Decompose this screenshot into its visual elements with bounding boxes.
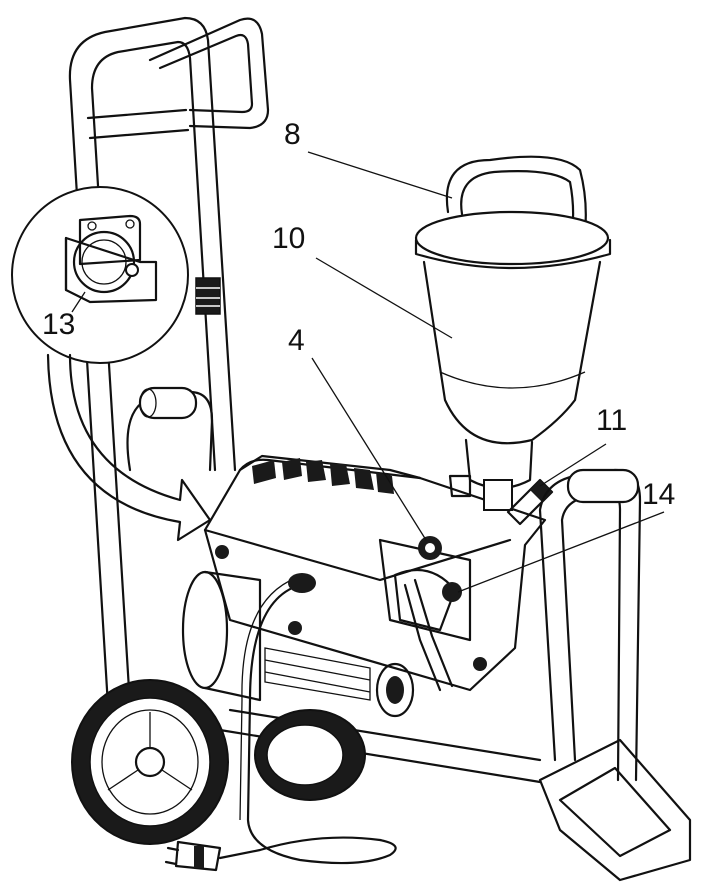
motor xyxy=(181,570,415,718)
carry-handle xyxy=(126,386,214,472)
vent-slots xyxy=(252,458,394,494)
front-frame xyxy=(218,468,692,882)
detail-arrow xyxy=(46,353,212,542)
leader-8 xyxy=(307,151,453,199)
leader-10 xyxy=(315,257,453,339)
pump-assembly xyxy=(378,536,472,692)
power-cord xyxy=(218,573,397,865)
detail-inset-circle xyxy=(11,186,189,364)
power-plug xyxy=(164,840,222,872)
leader-11 xyxy=(539,443,607,487)
rear-wheel xyxy=(254,709,366,801)
callout-14: 14 xyxy=(642,478,676,511)
callout-11: 11 xyxy=(596,404,628,437)
leader-4 xyxy=(311,357,427,541)
front-wheel xyxy=(71,679,229,845)
hopper xyxy=(414,155,612,511)
hose-clamp xyxy=(195,277,221,315)
cart-handle-frame xyxy=(68,16,270,708)
callout-13: 13 xyxy=(42,308,76,341)
callout-10: 10 xyxy=(272,222,306,255)
pressure-valve xyxy=(506,478,554,526)
callout-8: 8 xyxy=(284,118,301,151)
leader-14 xyxy=(457,511,665,593)
motor-housing xyxy=(203,454,547,692)
callout-4: 4 xyxy=(288,324,305,357)
